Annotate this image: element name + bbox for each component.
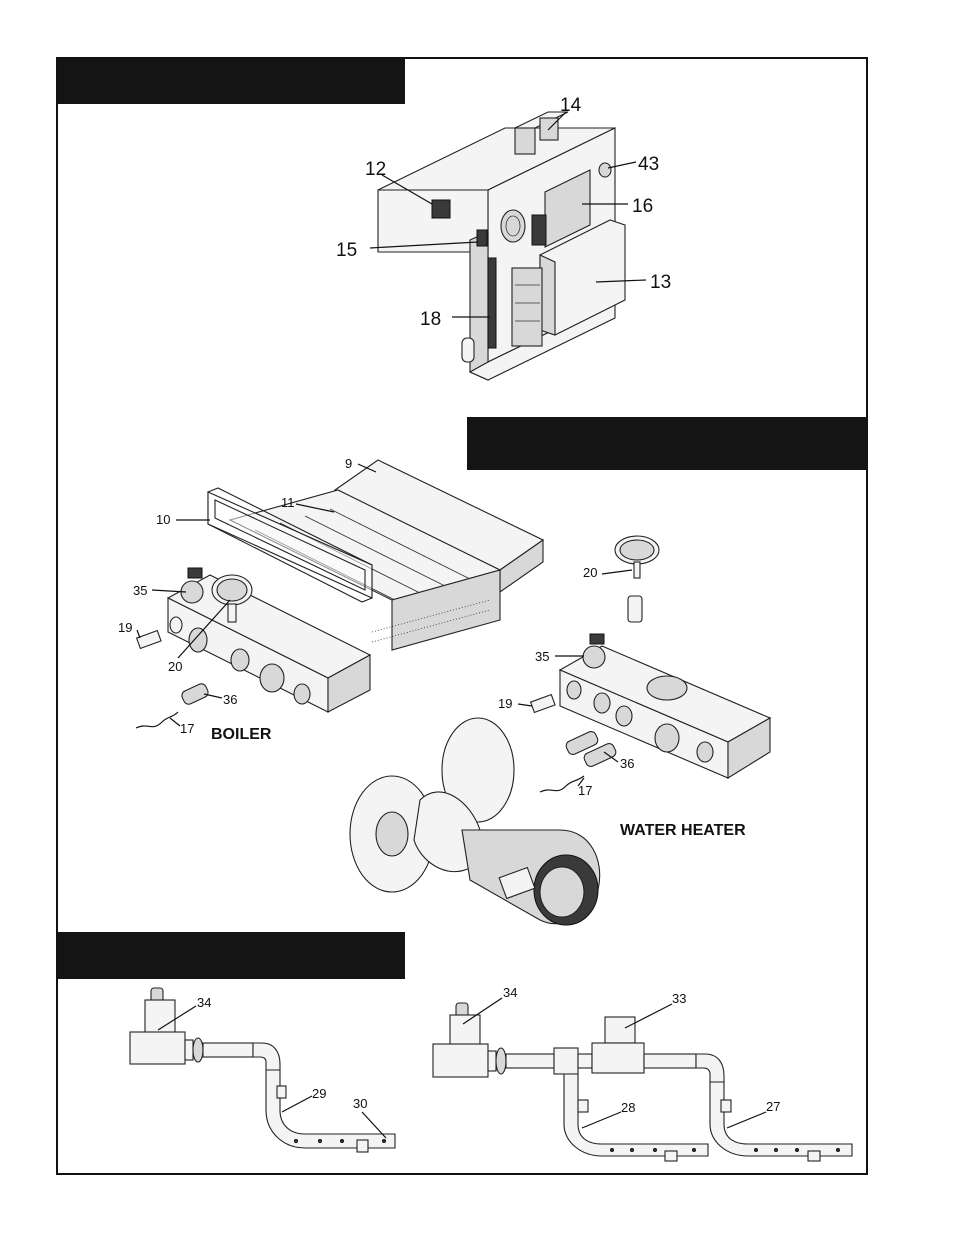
callout-36-boiler: 36 xyxy=(223,692,237,707)
gas-train-right-leaders xyxy=(462,997,767,1129)
gas-train-right xyxy=(432,1002,853,1162)
callout-20-water-heater: 20 xyxy=(583,565,597,580)
gas-train-right-callouts: 34 33 28 27 xyxy=(503,985,780,1115)
callout-35-water-heater: 35 xyxy=(535,649,549,664)
section-header-bar-middle xyxy=(467,417,867,470)
callout-13: 13 xyxy=(650,272,671,293)
callout-14: 14 xyxy=(560,95,582,116)
callout-28: 28 xyxy=(621,1100,635,1115)
gas-train-left xyxy=(129,987,396,1153)
control-box-callouts: 14 12 43 16 15 13 18 xyxy=(336,95,671,330)
callout-34-left: 34 xyxy=(197,995,211,1010)
water-heater-header-assembly xyxy=(529,535,772,793)
callout-9: 9 xyxy=(345,456,352,471)
caption-boiler: BOILER xyxy=(211,726,272,743)
control-box-assembly xyxy=(377,111,626,381)
water-heater-callouts: 20 35 19 36 17 xyxy=(498,565,634,798)
callout-19-water-heater: 19 xyxy=(498,696,512,711)
sensor-19-boiler xyxy=(135,629,162,650)
callout-12: 12 xyxy=(365,159,386,180)
callout-17-water-heater: 17 xyxy=(578,783,592,798)
callout-43: 43 xyxy=(638,154,659,175)
callout-16: 16 xyxy=(632,196,653,217)
callout-35-boiler: 35 xyxy=(133,583,147,598)
heat-exchanger-leaders xyxy=(136,463,377,727)
gas-train-left-callouts: 34 29 30 xyxy=(197,995,367,1111)
fitting-36-water-heater-b xyxy=(583,742,617,768)
callout-33: 33 xyxy=(672,991,686,1006)
section-header-bar-top xyxy=(57,58,405,104)
gas-train-left-leaders xyxy=(157,1005,387,1139)
caption-water-heater: WATER HEATER xyxy=(620,822,746,839)
callout-17-boiler: 17 xyxy=(180,721,194,736)
callout-27: 27 xyxy=(766,1099,780,1114)
callout-19-boiler: 19 xyxy=(118,620,132,635)
air-vent-water-heater xyxy=(582,633,606,669)
callout-18: 18 xyxy=(420,309,441,330)
callout-30: 30 xyxy=(353,1096,367,1111)
heat-exchanger-callouts: 9 11 10 35 19 20 36 17 xyxy=(118,456,352,736)
section-header-bar-bottom xyxy=(57,932,405,979)
fitting-36-boiler xyxy=(181,683,209,705)
thermometer-water-heater xyxy=(614,535,660,623)
callout-11: 11 xyxy=(281,495,295,510)
callout-20-boiler: 20 xyxy=(168,659,182,674)
sensor-19-water-heater xyxy=(529,693,556,714)
callout-36-water-heater: 36 xyxy=(620,756,634,771)
callout-10: 10 xyxy=(156,512,170,527)
callout-15: 15 xyxy=(336,240,357,261)
pressure-gauge-boiler xyxy=(211,574,253,623)
page-frame xyxy=(56,57,868,1175)
callout-29: 29 xyxy=(312,1086,326,1101)
water-heater-leaders xyxy=(517,569,633,787)
fitting-36-water-heater-a xyxy=(565,730,599,756)
heat-exchanger-assembly xyxy=(135,459,545,729)
callout-34-right: 34 xyxy=(503,985,517,1000)
pump-assembly xyxy=(349,717,601,926)
air-vent-boiler xyxy=(180,567,204,604)
control-box-leaders xyxy=(369,111,647,318)
